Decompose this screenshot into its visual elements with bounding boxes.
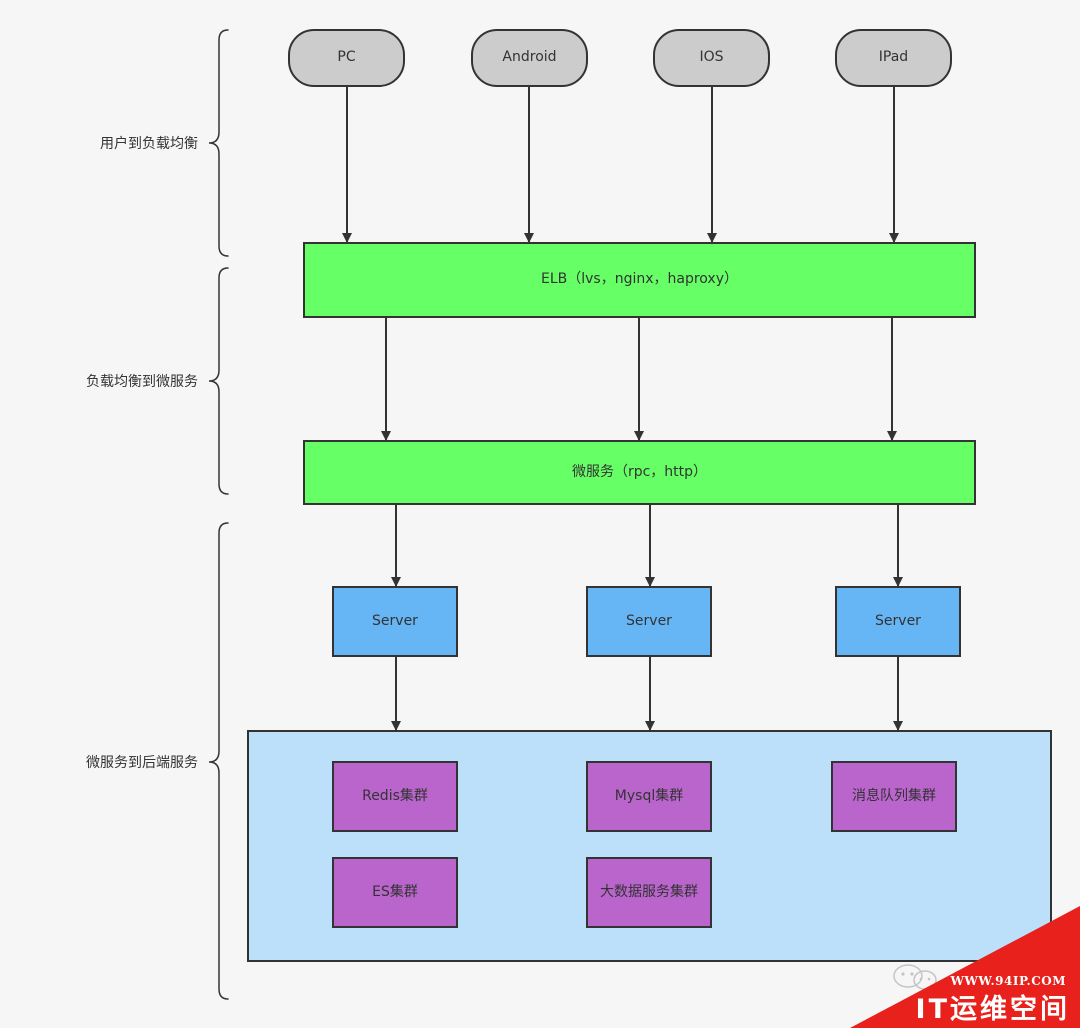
server-box-3: Server <box>835 586 961 657</box>
server-label-1: Server <box>372 612 418 629</box>
client-ios-label: IOS <box>699 49 724 66</box>
client-ipad-label: IPad <box>878 49 909 66</box>
es-cluster-label: ES集群 <box>372 883 418 900</box>
es-cluster: ES集群 <box>332 857 458 928</box>
redis-cluster-label: Redis集群 <box>362 787 428 804</box>
server-box-2: Server <box>586 586 712 657</box>
bigdata-cluster: 大数据服务集群 <box>586 857 712 928</box>
server-label-2: Server <box>626 612 672 629</box>
elb-box: ELB（lvs，nginx，haproxy） <box>303 242 976 318</box>
server-box-1: Server <box>332 586 458 657</box>
brace-microservice-to-backend <box>208 522 229 1000</box>
client-ipad: IPad <box>835 29 952 87</box>
server-label-3: Server <box>875 612 921 629</box>
message-queue-cluster: 消息队列集群 <box>831 761 957 832</box>
client-pc: PC <box>288 29 405 87</box>
client-pc-label: PC <box>337 49 356 66</box>
message-queue-cluster-label: 消息队列集群 <box>852 787 936 804</box>
watermark-url: WWW.94IP.COM <box>950 974 1066 988</box>
redis-cluster: Redis集群 <box>332 761 458 832</box>
site-watermark-ribbon: WWW.94IP.COM IT运维空间 <box>850 906 1080 1028</box>
layer-label-user-to-lb: 用户到负载均衡 <box>100 136 198 152</box>
client-android: Android <box>471 29 588 87</box>
mysql-cluster: Mysql集群 <box>586 761 712 832</box>
bigdata-cluster-label: 大数据服务集群 <box>600 883 698 900</box>
ribbon-shape <box>850 906 1080 1028</box>
microservice-label: 微服务（rpc，http） <box>571 463 708 480</box>
client-ios: IOS <box>653 29 770 87</box>
client-android-label: Android <box>502 49 557 66</box>
brace-user-to-lb <box>208 29 229 257</box>
watermark-name: IT运维空间 <box>915 994 1070 1025</box>
mysql-cluster-label: Mysql集群 <box>614 787 684 804</box>
layer-label-microservice-to-backend: 微服务到后端服务 <box>86 755 198 771</box>
elb-label: ELB（lvs，nginx，haproxy） <box>540 271 739 288</box>
brace-lb-to-microservice <box>208 267 229 495</box>
microservice-box: 微服务（rpc，http） <box>303 440 976 505</box>
layer-label-lb-to-microservice: 负载均衡到微服务 <box>86 374 198 390</box>
